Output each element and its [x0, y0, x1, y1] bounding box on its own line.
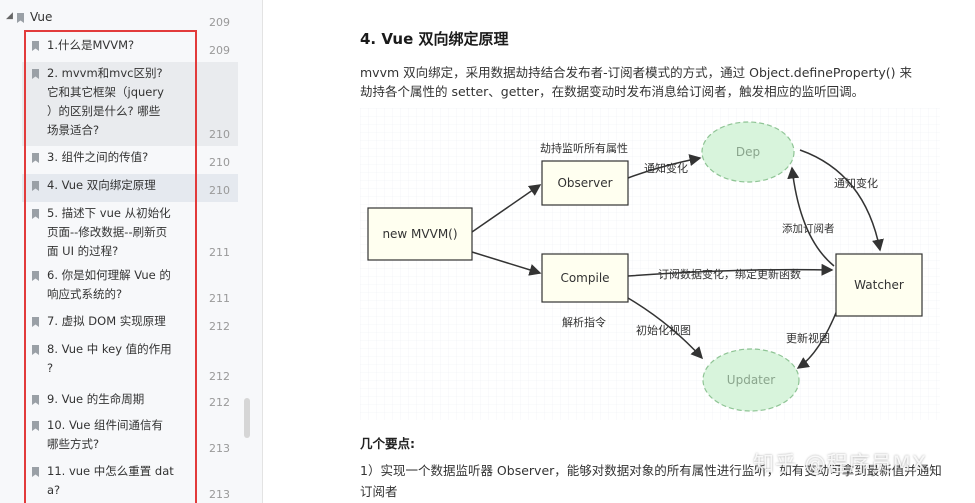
- toc-list: 1.什么是MVVM? 209 2. mvvm和mvc区别? 它和其它框架（jquer…: [0, 0, 262, 503]
- binding-diagram: new MVVM() Observer Compile Watcher Dep …: [360, 108, 940, 420]
- points-heading: 几个要点:: [360, 436, 415, 451]
- bookmark-icon: [32, 345, 39, 355]
- node-observer: [541, 160, 629, 206]
- label-subscribe: 订阅数据变化，绑定更新函数: [658, 267, 801, 281]
- arrow-watcher-dep: [787, 166, 835, 267]
- label-notify-1: 通知变化: [644, 161, 688, 175]
- label-update-view: 更新视图: [786, 331, 830, 345]
- toc-item-9[interactable]: 9. Vue 的生命周期 212: [22, 388, 238, 414]
- bookmark-icon: [32, 467, 39, 477]
- toc-item-10[interactable]: 10. Vue 组件间通信有 哪些方式? 213: [22, 414, 238, 460]
- toc-item-label: 11. vue 中怎么重置 dat a?: [47, 464, 174, 497]
- node-updater-label: Updater: [727, 373, 775, 387]
- toc-item-label: 9. Vue 的生命周期: [47, 392, 145, 406]
- watermark: 知乎 @程序员MX: [753, 452, 928, 476]
- bookmark-icon: [32, 271, 39, 281]
- toc-item-page: 213: [209, 442, 230, 455]
- toc-item-11[interactable]: 11. vue 中怎么重置 dat a? 213: [22, 460, 238, 503]
- toc-item-label: 7. 虚拟 DOM 实现原理: [47, 314, 166, 328]
- toc-item-page: 211: [209, 292, 230, 305]
- toc-item-label: 5. 描述下 vue 从初始化 页面--修改数据--刷新页 面 UI 的过程?: [47, 206, 171, 258]
- toc-root-vue[interactable]: ◢ Vue 209: [0, 0, 262, 36]
- bookmark-icon: [32, 153, 39, 163]
- bookmark-icon: [32, 317, 39, 327]
- node-new-mvvm-label: new MVVM(): [382, 227, 457, 241]
- toc-root-page: 209: [209, 16, 230, 29]
- main-content: 4. Vue 双向绑定原理 mvvm 双向绑定，采用数据劫持结合发布者-订阅者模…: [263, 0, 975, 503]
- arrow-compile-watcher: [627, 263, 834, 277]
- toc-item-page: 212: [209, 320, 230, 333]
- node-watcher: [835, 253, 923, 317]
- bookmark-icon: [17, 13, 24, 23]
- bookmark-icon: [32, 41, 39, 51]
- bookmark-icon: [32, 69, 39, 79]
- node-dep: [701, 121, 795, 183]
- arrow-dep-watcher: [799, 149, 884, 252]
- sidebar-scrollbar[interactable]: [244, 398, 250, 438]
- node-dep-label: Dep: [736, 145, 760, 159]
- sidebar-toc: ◢ Vue 209 1.什么是MVVM? 209 2. mvvm和mvc区别? 它和…: [0, 0, 263, 503]
- arrow-watcher-updater: [796, 307, 839, 369]
- point-1-text: 1）实现一个数据监听器 Observer，能够对数据对象的所有属性进行监听，如有…: [360, 463, 942, 499]
- bookmark-icon: [32, 395, 39, 405]
- arrow-to-compile: [471, 251, 542, 276]
- section-title: 4. Vue 双向绑定原理: [360, 30, 509, 48]
- toc-item-8[interactable]: 8. Vue 中 key 值的作用 ? 212: [22, 338, 238, 388]
- toc-root-label: Vue: [30, 10, 53, 24]
- toc-item-label: 10. Vue 组件间通信有 哪些方式?: [47, 418, 164, 451]
- arrow-to-observer: [471, 184, 542, 233]
- toc-item-page: 209: [209, 44, 230, 57]
- node-updater: [702, 348, 800, 412]
- toc-item-page: 210: [209, 184, 230, 197]
- label-init-view: 初始化视图: [636, 323, 691, 337]
- toc-item-label: 1.什么是MVVM?: [47, 38, 135, 52]
- toc-item-1[interactable]: 1.什么是MVVM? 209: [22, 34, 238, 62]
- toc-item-label: 4. Vue 双向绑定原理: [47, 178, 156, 192]
- toc-item-page: 212: [209, 396, 230, 409]
- toc-item-4[interactable]: 4. Vue 双向绑定原理 210: [22, 174, 238, 202]
- expand-arrow-icon[interactable]: ◢: [6, 11, 13, 21]
- node-watcher-label: Watcher: [854, 278, 904, 292]
- toc-item-label: 2. mvvm和mvc区别? 它和其它框架（jquery ）的区别是什么? 哪些…: [47, 66, 164, 137]
- toc-item-5[interactable]: 5. 描述下 vue 从初始化 页面--修改数据--刷新页 面 UI 的过程? 2…: [22, 202, 238, 264]
- toc-item-page: 210: [209, 128, 230, 141]
- node-new-mvvm: [367, 207, 473, 261]
- arrow-observer-dep: [627, 154, 702, 179]
- toc-item-2[interactable]: 2. mvvm和mvc区别? 它和其它框架（jquery ）的区别是什么? 哪些…: [22, 62, 238, 146]
- bookmark-icon: [32, 421, 39, 431]
- label-parse: 解析指令: [562, 315, 606, 329]
- toc-item-label: 8. Vue 中 key 值的作用 ?: [47, 342, 172, 375]
- toc-item-3[interactable]: 3. 组件之间的传值? 210: [22, 146, 238, 174]
- toc-item-7[interactable]: 7. 虚拟 DOM 实现原理 212: [22, 310, 238, 338]
- toc-item-page: 210: [209, 156, 230, 169]
- intro-paragraph: mvvm 双向绑定，采用数据劫持结合发布者-订阅者模式的方式，通过 Object…: [360, 65, 913, 99]
- label-hijack: 劫持监听所有属性: [540, 141, 628, 155]
- toc-item-label: 3. 组件之间的传值?: [47, 150, 149, 164]
- toc-item-page: 213: [209, 488, 230, 501]
- label-add-subscriber: 添加订阅者: [782, 222, 835, 235]
- toc-item-label: 6. 你是如何理解 Vue 的 响应式系统的?: [47, 268, 171, 301]
- toc-item-page: 212: [209, 370, 230, 383]
- node-compile: [541, 253, 629, 303]
- toc-item-page: 211: [209, 246, 230, 259]
- node-compile-label: Compile: [560, 271, 609, 285]
- label-notify-2: 通知变化: [834, 176, 878, 190]
- toc-item-6[interactable]: 6. 你是如何理解 Vue 的 响应式系统的? 211: [22, 264, 238, 310]
- bookmark-icon: [32, 209, 39, 219]
- node-observer-label: Observer: [557, 176, 612, 190]
- bookmark-icon: [32, 181, 39, 191]
- arrow-compile-updater: [627, 297, 704, 360]
